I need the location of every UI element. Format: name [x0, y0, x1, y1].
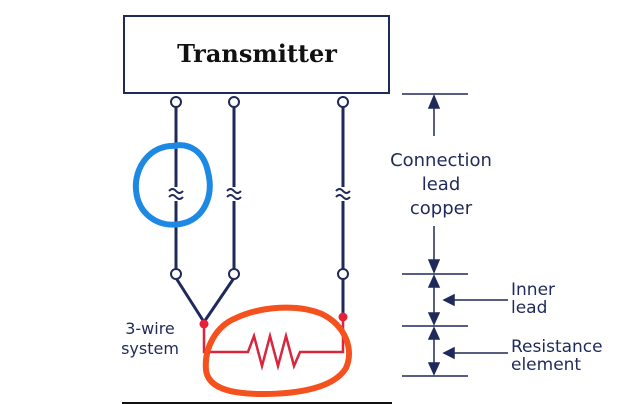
label-system-line1: 3-wire — [125, 319, 175, 338]
inner-lead-left — [174, 277, 206, 323]
break-mark-left — [168, 187, 184, 201]
terminal-bottom-middle — [228, 268, 240, 280]
label-connection-line1: Connection — [390, 150, 492, 171]
dimension-markers — [402, 93, 508, 377]
label-connection-line3: copper — [410, 198, 473, 219]
break-mark-middle — [226, 187, 242, 201]
transmitter-title: Transmitter — [177, 39, 337, 68]
orange-circle-annotation — [202, 304, 352, 398]
terminals — [170, 96, 349, 280]
terminal-top-left — [170, 96, 182, 108]
terminal-top-middle — [228, 96, 240, 108]
label-system-line2: system — [121, 339, 179, 358]
terminal-bottom-left — [170, 268, 182, 280]
terminal-bottom-right — [337, 268, 349, 280]
label-connection-line2: lead — [422, 174, 461, 195]
blue-circle-annotation — [132, 142, 213, 228]
inner-lead-middle — [202, 277, 236, 323]
terminal-top-right — [337, 96, 349, 108]
red-junction-right — [338, 312, 348, 322]
label-resistance-line2: element — [511, 355, 581, 375]
wire-break-marks — [168, 187, 351, 201]
red-junction-left — [199, 319, 209, 329]
label-inner-lead-line2: lead — [511, 298, 547, 318]
label-inner-lead-line1: Inner — [511, 280, 555, 300]
transmitter-box — [123, 15, 390, 94]
resistance-element — [202, 318, 345, 371]
label-resistance-line1: Resistance — [511, 337, 603, 357]
break-mark-right — [335, 187, 351, 201]
